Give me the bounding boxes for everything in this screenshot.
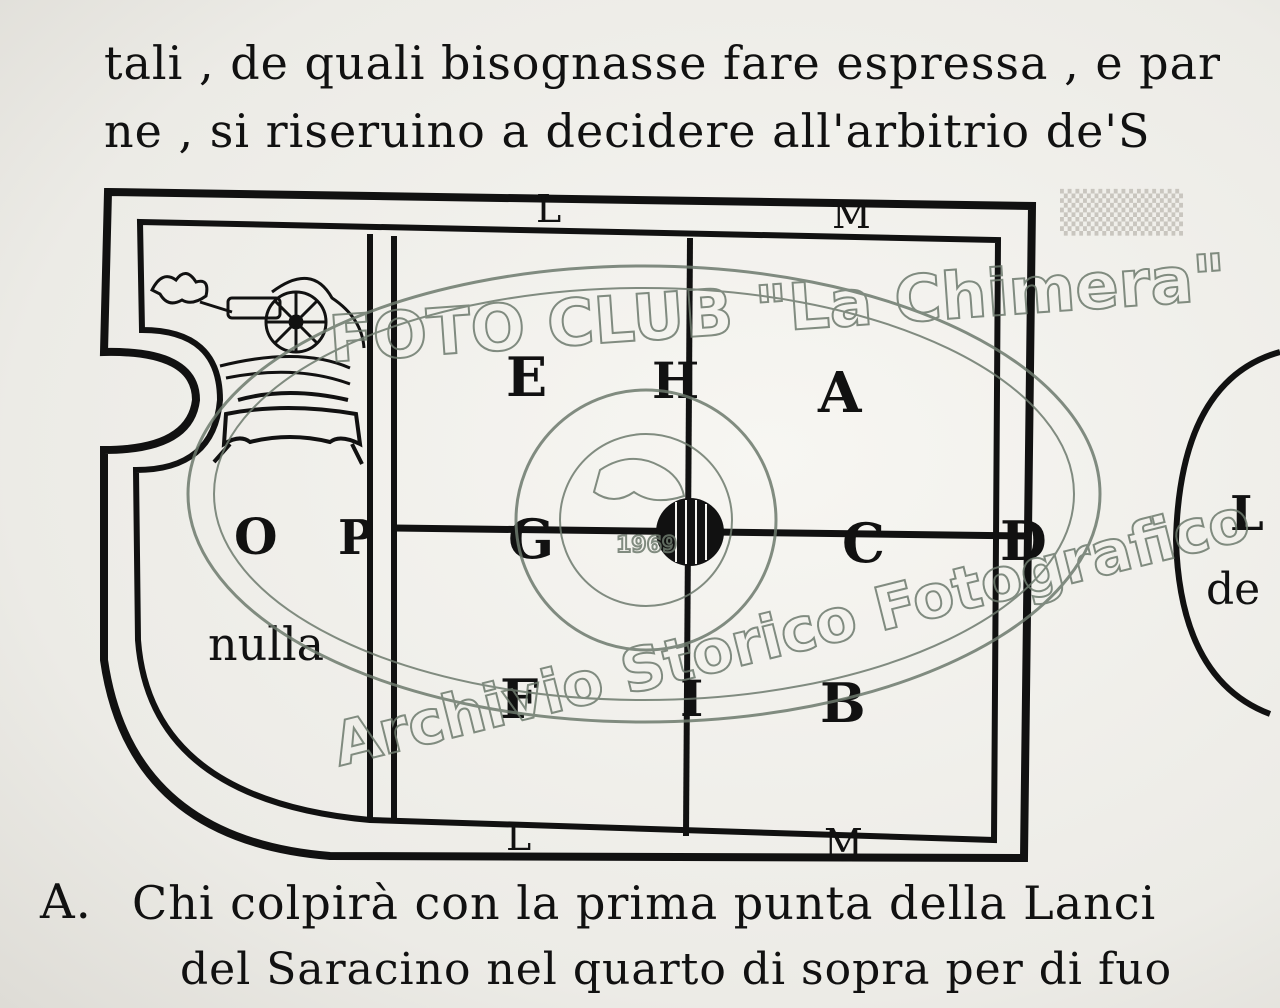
- bleed-through-text: ▒▒▒▒: [1060, 190, 1184, 236]
- top-label-m: M: [832, 193, 871, 237]
- nulla-label: nulla: [208, 617, 324, 671]
- quadrant-label-h: H: [652, 351, 699, 410]
- footer-line-1: Chi colpirà con la prima punta della Lan…: [132, 876, 1157, 930]
- quadrant-label-e: E: [506, 345, 547, 409]
- inner-frame: [132, 218, 1002, 844]
- top-label-l: L: [536, 187, 561, 231]
- quadrant-label-f: F: [500, 667, 538, 731]
- edge-letter-l: L: [1230, 486, 1264, 542]
- watermark-top-text: FOTO CLUB "La Chimera": [327, 241, 1229, 378]
- partial-circle-right: [1172, 349, 1280, 717]
- quadrant-label-c: C: [842, 511, 885, 575]
- left-label-p: P: [338, 510, 374, 566]
- bottom-label-m: M: [824, 821, 863, 865]
- edge-word-de: de: [1206, 564, 1260, 615]
- right-label-d: D: [1000, 509, 1047, 573]
- cannon-emblem-icon: [149, 272, 366, 386]
- center-target-disc: [656, 498, 724, 566]
- outer-frame: [99, 187, 1037, 863]
- footer-line-2: del Saracino nel quarto di sopra per di …: [180, 944, 1173, 995]
- footer-key: A.: [40, 874, 92, 930]
- quadrant-label-a: A: [817, 360, 863, 426]
- watermark-year: 1969: [616, 533, 677, 558]
- bottom-label-l: L: [506, 815, 531, 859]
- text-line-2: ne , si riseruino a decidere all'arbitri…: [104, 104, 1151, 158]
- text-line-1: tali , de quali bisognasse fare espressa…: [104, 36, 1222, 90]
- left-label-o: O: [234, 507, 278, 566]
